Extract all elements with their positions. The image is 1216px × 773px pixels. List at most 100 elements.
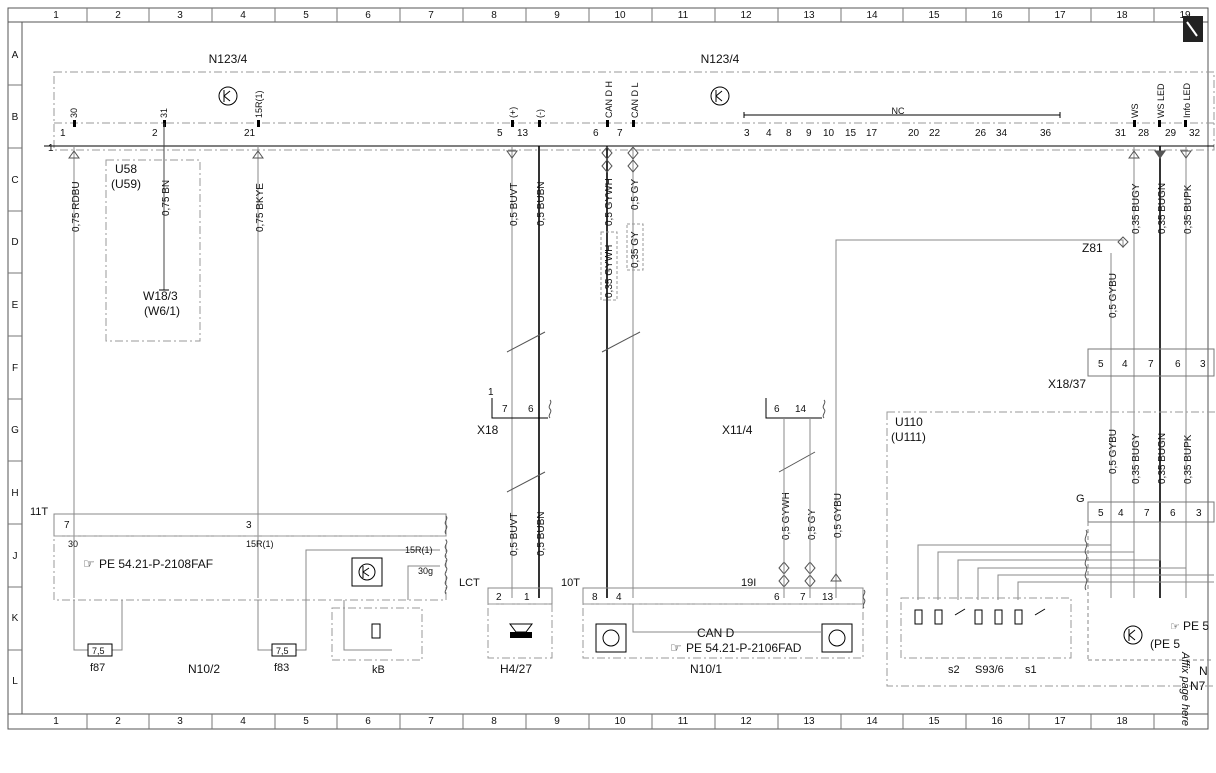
wire-label: 0,5 GY [630,179,641,210]
pin-function-label: (+) [508,107,518,118]
u110-box [886,411,1216,687]
n123-label-left: N123/4 [209,52,248,66]
col-label: 19 [1179,10,1191,21]
nc-pin: 36 [1040,128,1052,139]
s93-label: S93/6 [975,664,1004,676]
pin-number: 6 [593,128,599,139]
wire-label: 0,5 BUVT [509,183,520,226]
fuse-f83: 7,5 f83 [257,600,307,674]
col-label: 18 [1116,716,1128,727]
col-label: 13 [803,716,815,727]
col-label: 6 [365,716,371,727]
nc-pin: 3 [744,128,750,139]
pin-number: 13 [517,128,529,139]
transistor-icon [1123,625,1143,645]
pin: 8 [592,592,598,603]
u110-pin: 5 [1098,508,1104,519]
row-label: F [12,363,18,374]
row-labels: A B C D E F G H J K L [11,50,19,687]
x11-pin: 6 [774,404,780,415]
kb-label: kB [372,664,385,676]
wire-label: 0,35 BUGY [1131,433,1142,484]
side-note: Affix page here [1179,651,1191,726]
can-d-label: CAN D [697,626,735,640]
terminal-11t: 11T [30,506,48,518]
x18-label: X18 [477,423,499,437]
pin-function-label: WS LED [1156,83,1166,118]
s1-label: s1 [1025,664,1037,676]
column-labels-top: 1 2 3 4 5 6 7 8 9 10 11 12 13 14 15 16 1… [53,10,1191,21]
wire-label: 0,35 BUPK [1183,184,1194,234]
nc-pin: 26 [975,128,987,139]
nc-pin: 15 [845,128,857,139]
nc-pin: 22 [929,128,941,139]
col-label: 17 [1054,10,1066,21]
col-label: 17 [1054,716,1066,727]
col-label: 5 [303,10,309,21]
pin: 6 [774,592,780,603]
nc-pin: 9 [806,128,812,139]
col-label: 16 [991,716,1003,727]
col-label: 4 [240,10,246,21]
nc-pin: 4 [766,128,772,139]
col-label: 6 [365,10,371,21]
nc-pin: 34 [996,128,1008,139]
col-label: 13 [803,10,815,21]
u110-label: U110 [895,415,923,429]
pin-function-label: Info LED [1182,82,1192,118]
pin-number: 21 [244,128,256,139]
col-label: 14 [866,716,878,727]
terminal-10t: 10T [561,577,580,589]
pin: 2 [496,592,502,603]
lct-label: LCT [459,577,480,589]
relay-kb: 15R(1) 30g kB [305,545,440,676]
nc-pin: 10 [823,128,835,139]
wire-label: 0,5 GYBU [833,493,844,538]
column-labels-bottom: 1 2 3 4 5 6 7 8 9 10 11 12 13 14 15 16 1… [53,716,1128,727]
col-label: 10 [614,716,626,727]
fuse-rating: 7,5 [92,646,105,656]
col-label: 12 [740,716,752,727]
pin: 3 [246,520,252,531]
pe-reference: PE 54.21-P-2106FAD [686,641,802,655]
u58-label: U58 [115,162,137,176]
terminal-label: 15R(1) [405,545,433,555]
col-label: 8 [491,716,497,727]
col-label: 2 [115,10,121,21]
u59-label: (U59) [111,177,141,191]
pin-function-label: CAN D H [604,81,614,118]
connector-number: 1 [48,143,54,154]
x1837-pin: 7 [1148,359,1154,370]
wire-label: 0,5 BUVT [509,513,520,556]
diagram-frame [7,7,1209,730]
fuse-rating: 7,5 [276,646,289,656]
col-label: 10 [614,10,626,21]
s2-label: s2 [948,664,960,676]
pin: 7 [800,592,806,603]
pe-reference: (PE 5 [1150,637,1180,651]
u111-label: (U111) [891,430,926,444]
pe-reference: PE 54.21-P-2108FAF [99,557,213,571]
col-label: 3 [177,10,183,21]
wire-label: 0,35 BUGY [1131,183,1142,234]
pin: 1 [524,592,530,603]
x1837-pin: 5 [1098,359,1104,370]
row-label: H [11,488,18,499]
pin: 4 [616,592,622,603]
terminal-label: G [1076,493,1085,505]
x18-connector: 1 7 6 X18 [477,387,548,437]
pin-function-label: 30 [69,108,79,118]
x18-pin: 6 [528,404,534,415]
pin-number: 32 [1189,128,1201,139]
x11-label: X11/4 [722,423,753,437]
pin-number: 31 [1115,128,1127,139]
pin-number: 29 [1165,128,1177,139]
wire-label: 0,5 GYBU [1108,429,1119,474]
w6-label: (W6/1) [144,304,180,318]
n10-2-box: 11T 7 3 30 15R(1) ☞ PE 54.21-P-2108FAF N… [30,506,447,676]
u110-pin: 6 [1170,508,1176,519]
x1837-pin: 3 [1200,359,1206,370]
row-label: K [12,613,19,624]
transistor-icon [218,86,238,106]
